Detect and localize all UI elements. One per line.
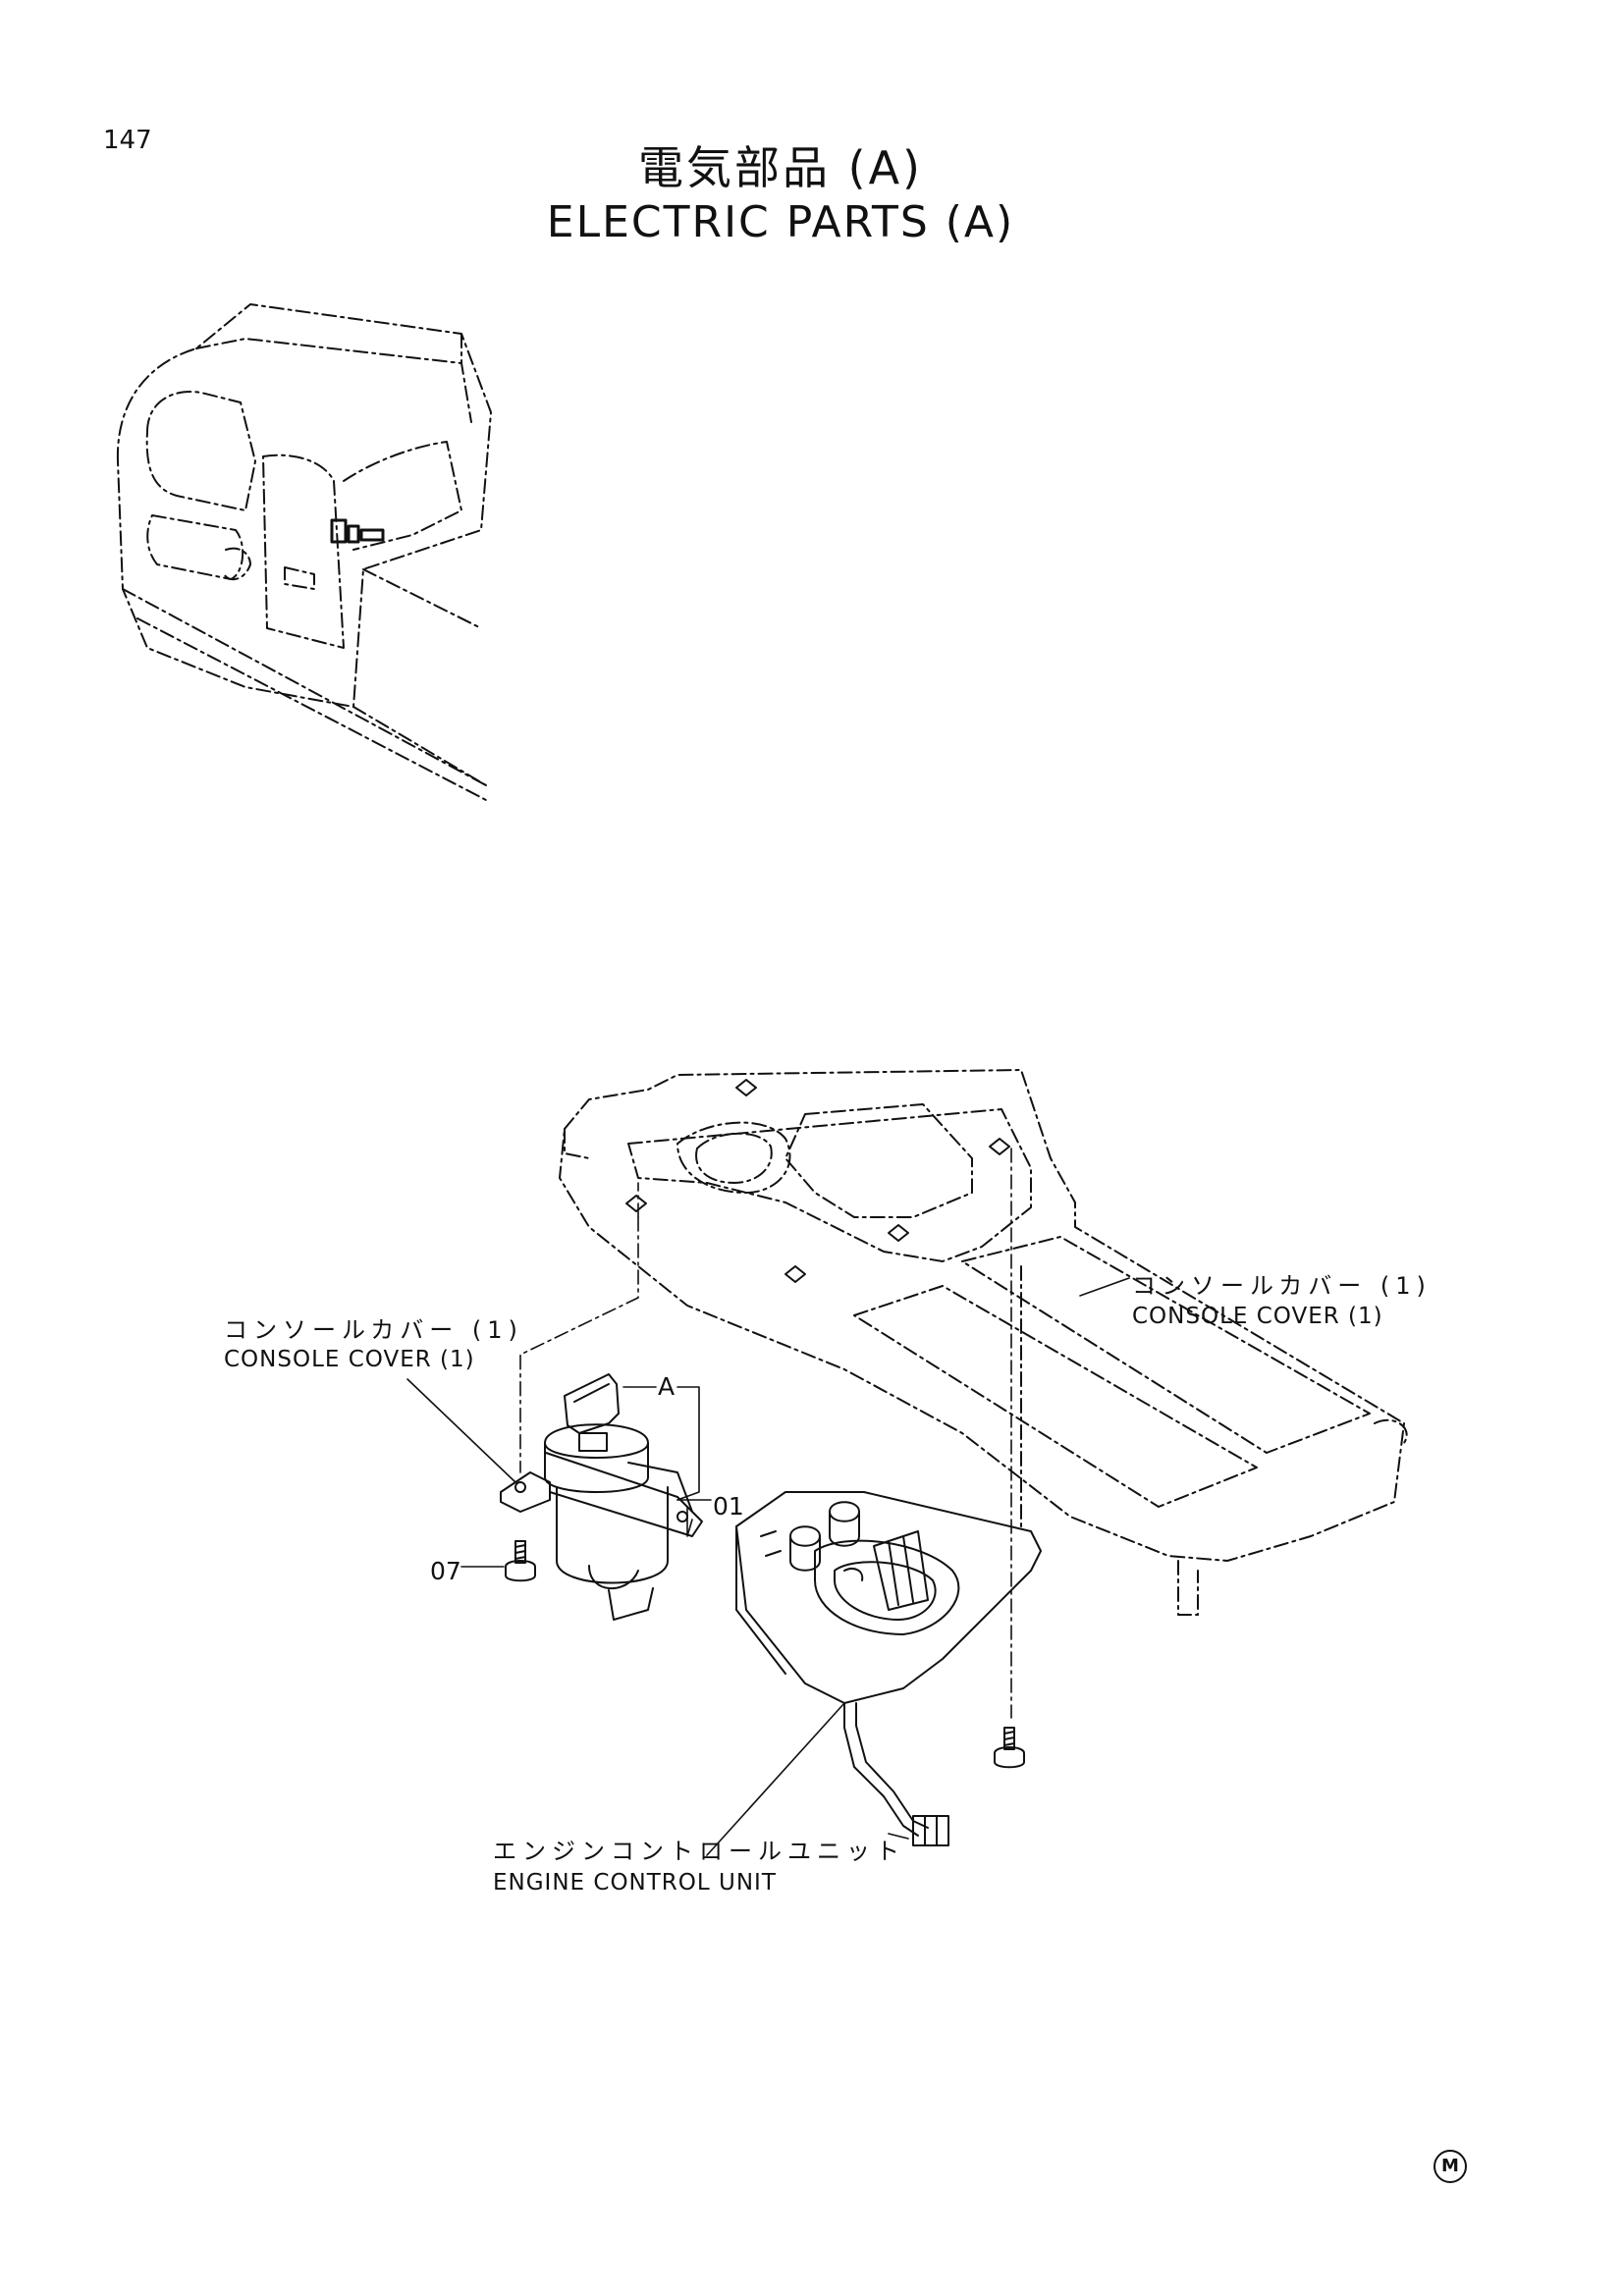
screw (505, 1540, 536, 1582)
cab-locator-view (116, 303, 492, 801)
engine-control-unit-label: ENGINE CONTROL UNIT (493, 1870, 777, 1896)
maker-mark-icon: M (1434, 2150, 1467, 2183)
console-cover-left-label-japanese: コンソールカバー (1) (224, 1316, 523, 1344)
cab-console-marker (330, 518, 385, 544)
console-cover-right (559, 1069, 1408, 1616)
callout-part-01: 01 (713, 1492, 744, 1521)
engine-control-unit (735, 1491, 1042, 1846)
page-title: ELECTRIC PARTS (A) (546, 197, 1015, 247)
callout-part-07: 07 (430, 1557, 461, 1585)
assembly-lines (519, 1148, 1012, 1719)
screw-right (994, 1727, 1025, 1769)
console-cover-right-label: CONSOLE COVER (1) (1132, 1304, 1383, 1329)
leader-lines (406, 1277, 1130, 1856)
engine-control-unit-label-japanese: エンジンコントロールユニット (493, 1838, 905, 1865)
console-cover-left-label: CONSOLE COVER (1) (224, 1347, 475, 1372)
console-cover-holes (625, 1079, 1010, 1283)
page-title-japanese: 電気部品 (A) (638, 141, 923, 194)
console-cover-right-label-japanese: コンソールカバー (1) (1132, 1272, 1432, 1300)
key-switch (544, 1373, 693, 1621)
callout-a: A (658, 1372, 676, 1401)
console-cover-left (500, 1452, 703, 1537)
page-number: 147 (103, 126, 152, 155)
